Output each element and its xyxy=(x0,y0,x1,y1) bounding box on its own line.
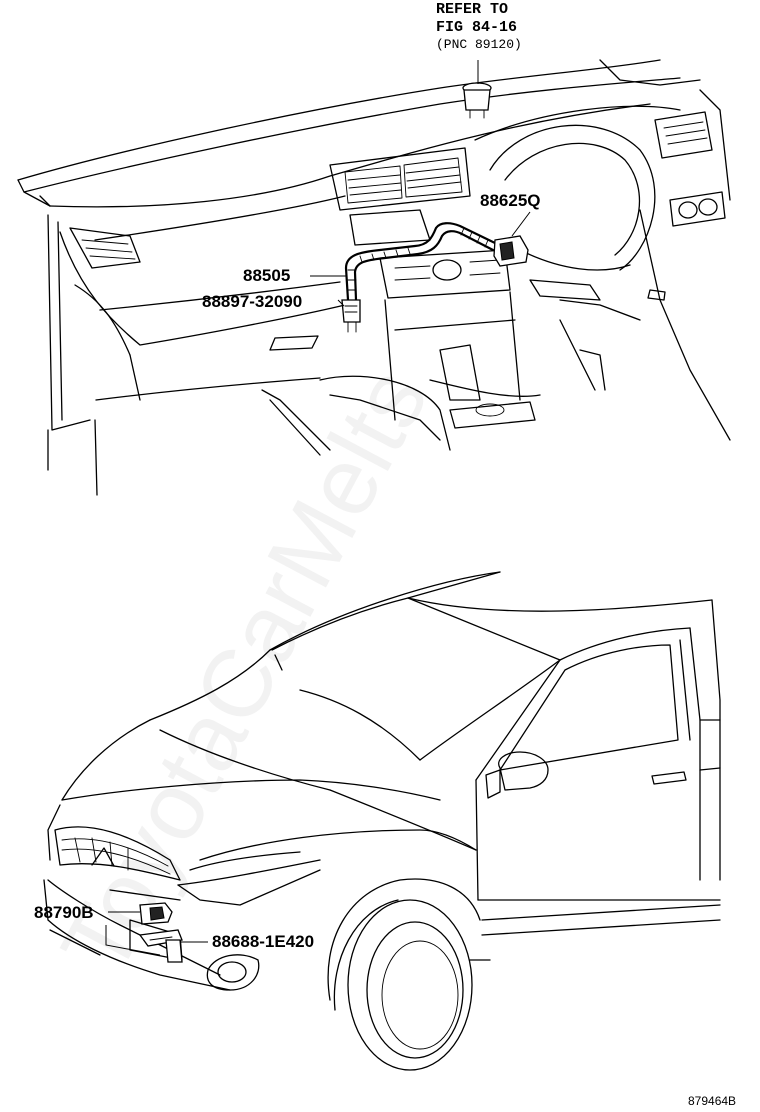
ambient-sensor-part xyxy=(139,902,173,925)
hose-clamp-part xyxy=(341,299,361,333)
dashboard-illustration xyxy=(17,59,731,496)
part-label-88897-32090[interactable]: 88897-32090 xyxy=(202,292,303,311)
part-label-88625q[interactable]: 88625Q xyxy=(480,191,541,210)
reference-label-line1: REFER TO xyxy=(436,1,509,18)
leader-88897 xyxy=(337,299,345,307)
reference-label-line3: (PNC 89120) xyxy=(436,37,522,52)
reference-label-line2: FIG 84-16 xyxy=(436,19,518,36)
leader-88625q xyxy=(511,211,531,237)
figure-code: 879464B xyxy=(688,1094,737,1108)
part-label-88688-1e420[interactable]: 88688-1E420 xyxy=(212,932,315,951)
sensor-bracket-part xyxy=(138,929,183,963)
leader-88790b-lower xyxy=(105,925,161,956)
vehicle-illustration xyxy=(43,571,721,1071)
aspirator-hose-part xyxy=(344,222,497,302)
solar-sensor-part xyxy=(462,82,492,119)
aspirator-part xyxy=(493,235,529,267)
part-label-88790b[interactable]: 88790B xyxy=(34,903,94,922)
part-label-88505[interactable]: 88505 xyxy=(243,266,291,285)
